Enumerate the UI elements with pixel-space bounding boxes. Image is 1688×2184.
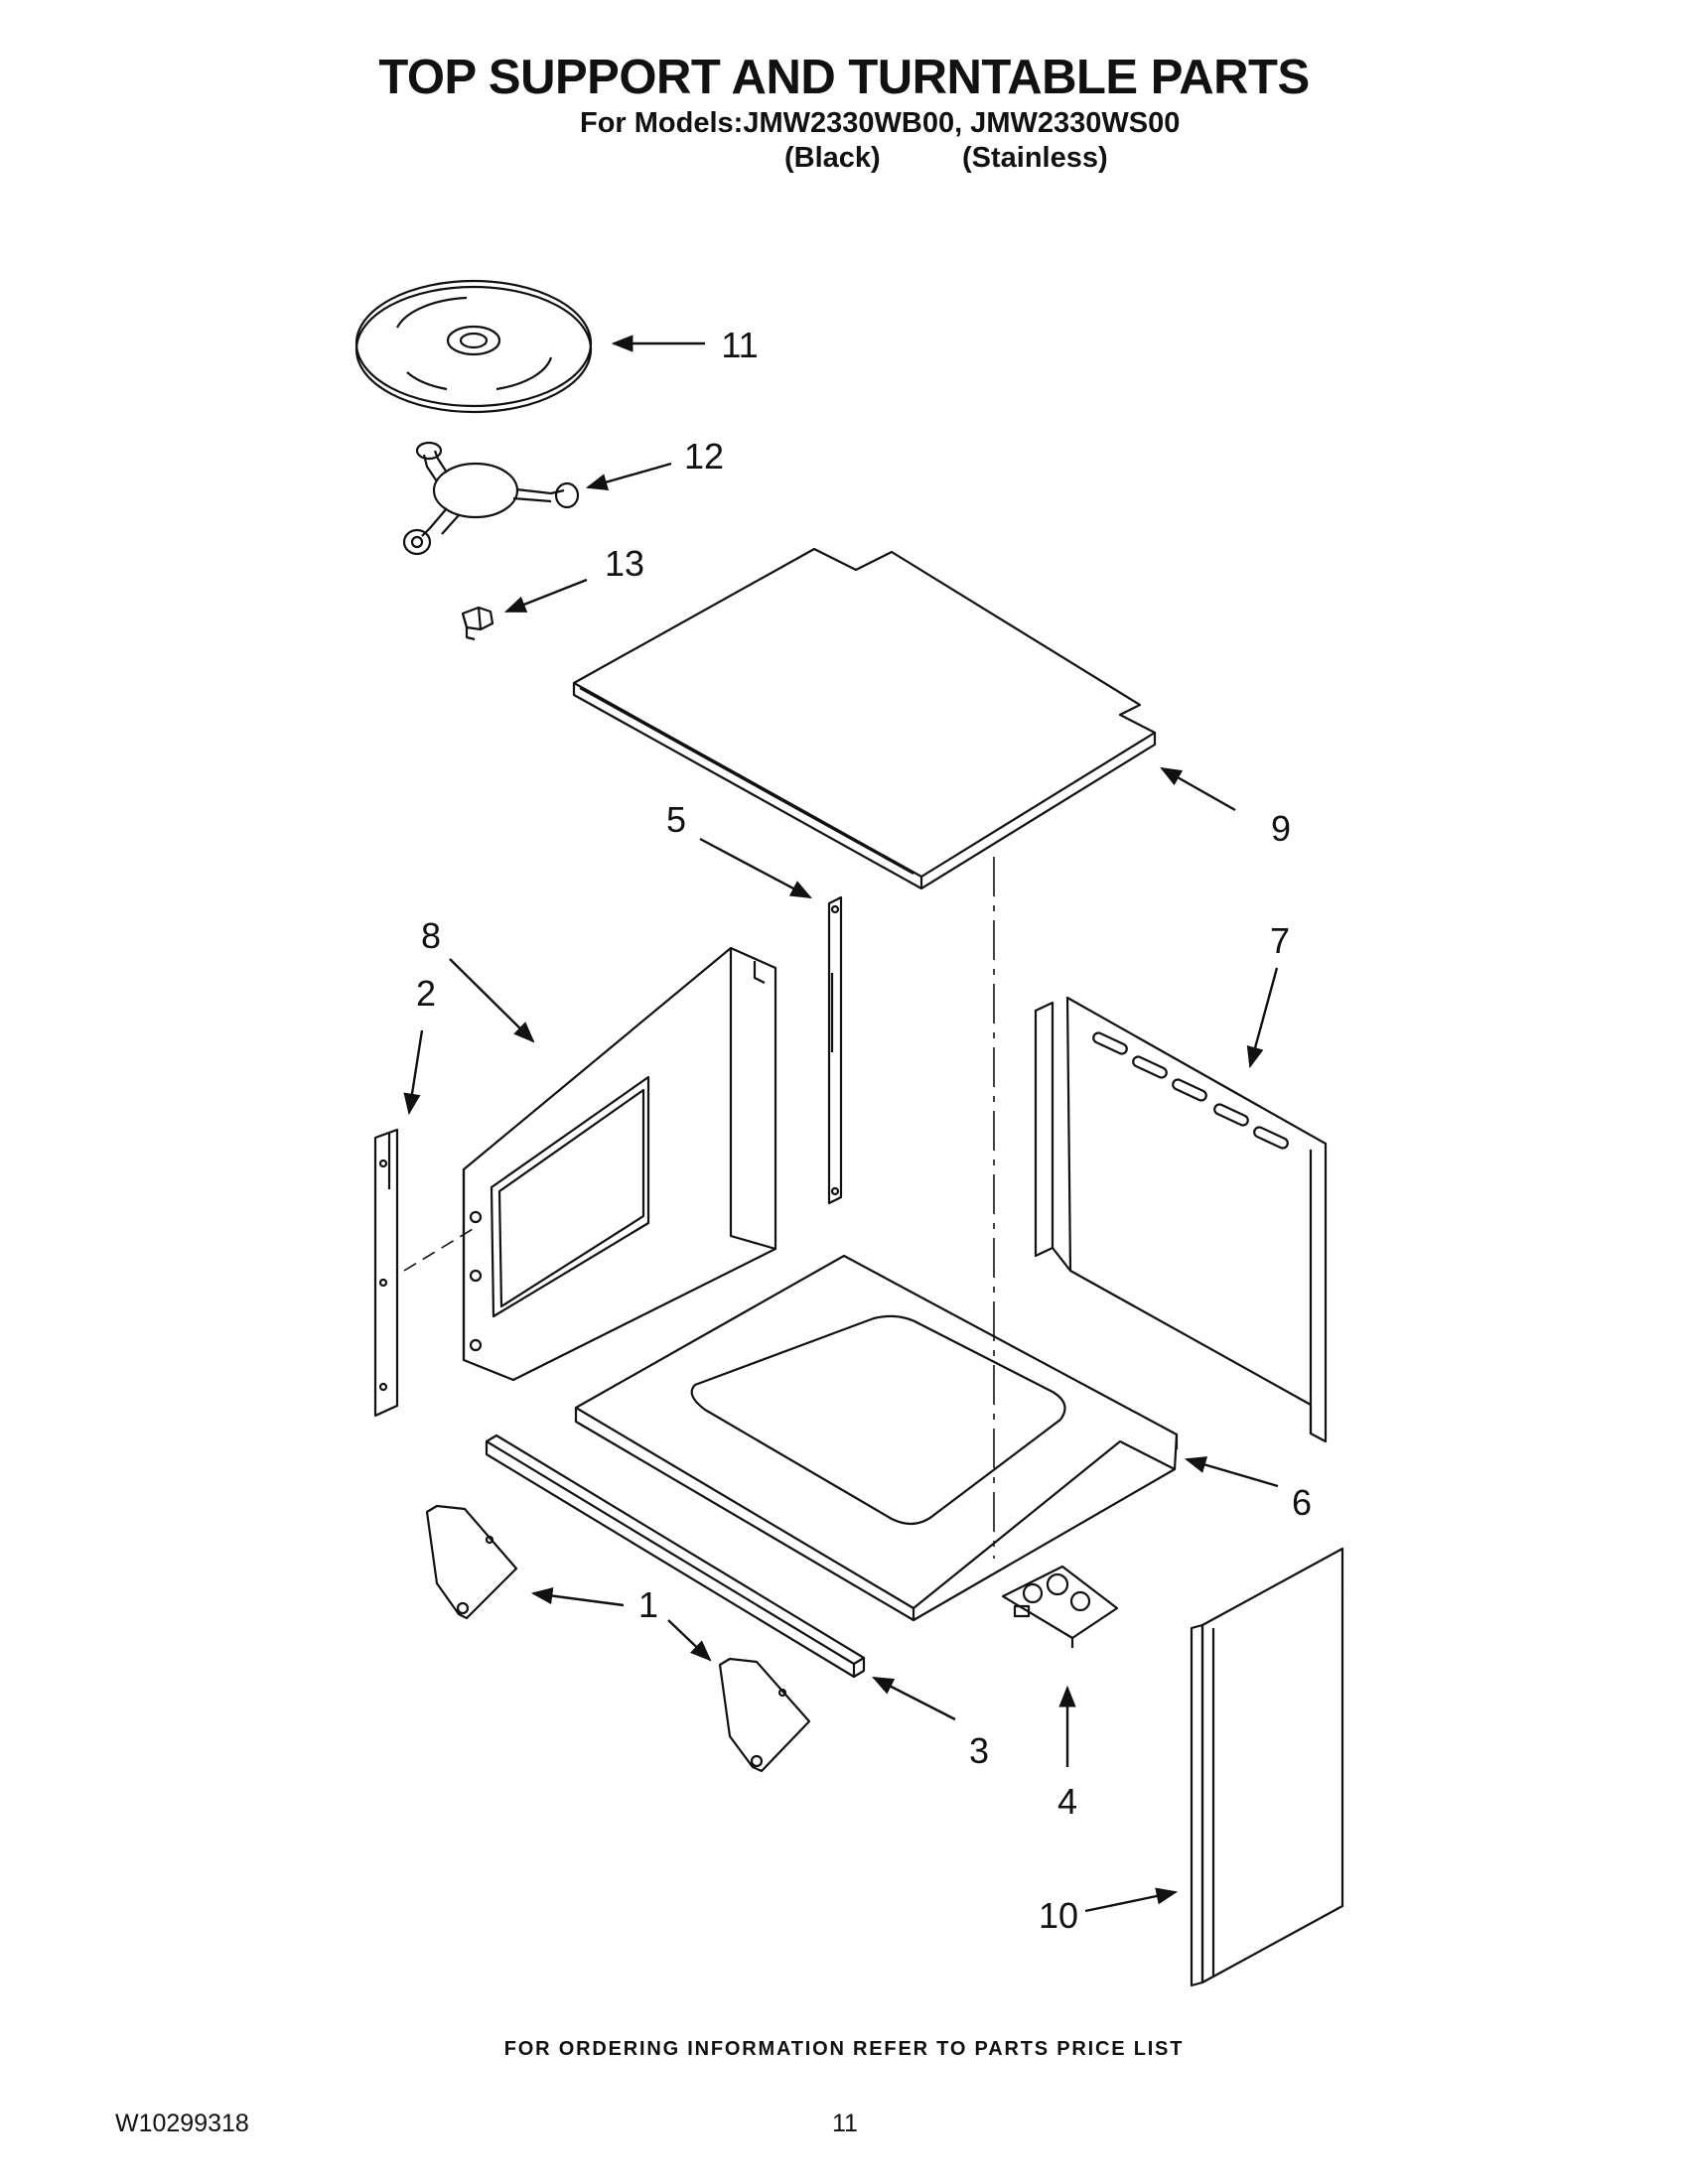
turntable-tray	[354, 279, 593, 414]
left-side-panel	[462, 946, 777, 1382]
right-side-panel	[1034, 996, 1328, 1443]
arrow-13	[503, 578, 588, 614]
bottom-panel	[574, 1254, 1179, 1622]
arrow-10	[1084, 1887, 1179, 1913]
control-board	[1001, 1565, 1119, 1648]
door-panel	[1190, 1547, 1344, 1987]
ordering-note: FOR ORDERING INFORMATION REFER TO PARTS …	[503, 2038, 1185, 2060]
page-title: TOP SUPPORT AND TURNTABLE PARTS	[378, 51, 1310, 104]
callout-6: 6	[1292, 1482, 1312, 1523]
arrow-6	[1184, 1456, 1279, 1488]
callout-8: 8	[421, 915, 441, 956]
front-rail	[485, 1433, 866, 1679]
callout-7: 7	[1270, 920, 1290, 961]
callout-5: 5	[666, 799, 686, 840]
callout-9: 9	[1271, 808, 1291, 849]
callout-12: 12	[684, 436, 724, 477]
arrow-2	[403, 1029, 424, 1116]
callout-2: 2	[416, 973, 436, 1014]
bracket-upper	[425, 1504, 518, 1620]
callout-1: 1	[638, 1584, 658, 1625]
arrow-9	[1160, 766, 1236, 812]
callout-10: 10	[1039, 1895, 1078, 1936]
bracket-lower	[718, 1657, 811, 1773]
document-number: W10299318	[115, 2110, 249, 2137]
roller-support	[402, 441, 580, 556]
arrow-5	[699, 837, 812, 899]
callout-13: 13	[605, 543, 644, 584]
models-line: For Models:JMW2330WB00, JMW2330WS00	[580, 107, 1181, 139]
callout-4: 4	[1057, 1781, 1077, 1822]
arrow-1b	[667, 1619, 712, 1662]
arrow-12	[585, 462, 672, 490]
coupler	[461, 606, 494, 641]
arrow-3	[872, 1676, 956, 1721]
strip-part-2	[373, 1128, 399, 1418]
strip-part-5	[827, 895, 843, 1205]
top-panel	[572, 547, 1157, 890]
arrow-1a	[530, 1586, 625, 1607]
arrow-8	[449, 958, 535, 1043]
callout-11: 11	[721, 325, 758, 365]
variant-stainless: (Stainless)	[962, 142, 1108, 174]
arrow-7	[1246, 967, 1279, 1069]
variant-black: (Black)	[784, 142, 881, 174]
page-number: 11	[832, 2110, 858, 2137]
callout-3: 3	[969, 1730, 989, 1771]
